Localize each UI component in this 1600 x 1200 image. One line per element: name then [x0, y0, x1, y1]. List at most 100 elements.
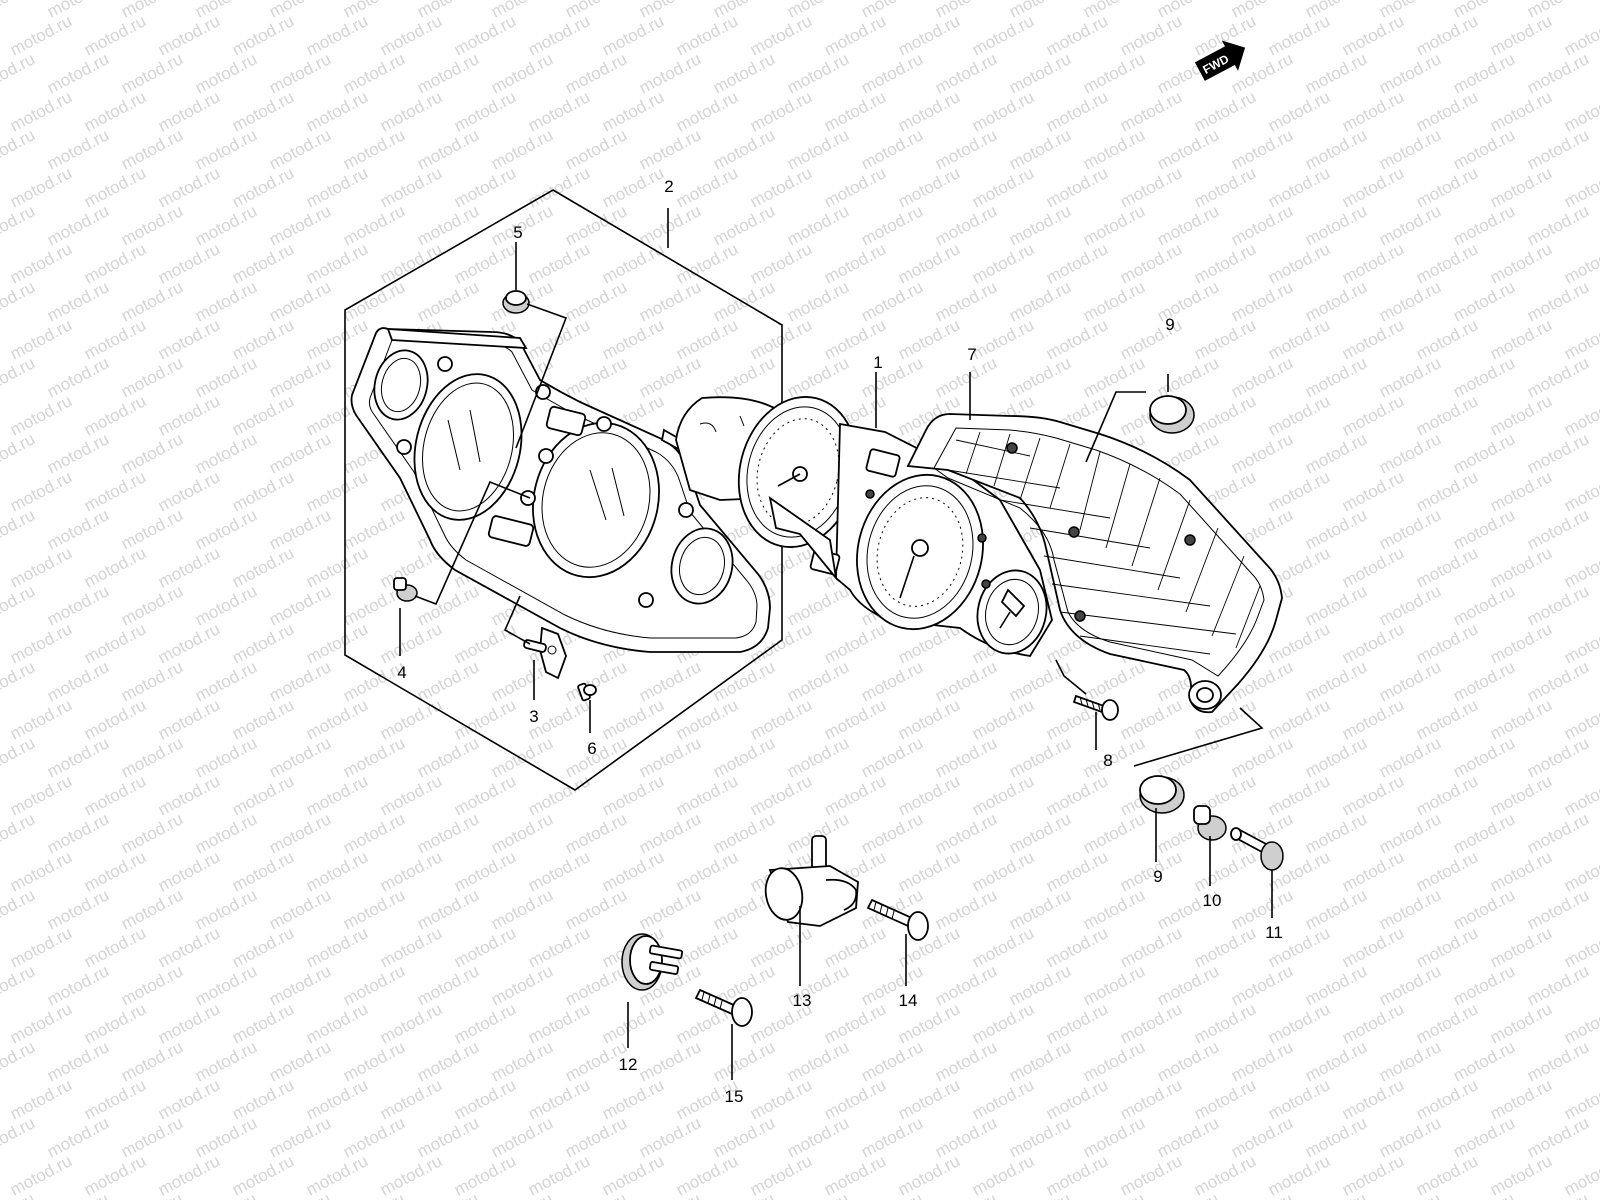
watermark-text: motod.ru	[784, 733, 852, 781]
watermark-text: motod.ru	[636, 809, 704, 857]
watermark-text: motod.ru	[747, 923, 815, 971]
watermark-text: motod.ru	[340, 277, 408, 325]
watermark-text: motod.ru	[784, 49, 852, 97]
watermark-text: motod.ru	[858, 733, 926, 781]
watermark-text: motod.ru	[525, 163, 593, 211]
watermark-text: motod.ru	[1376, 49, 1444, 97]
watermark-text: motod.ru	[1524, 1113, 1592, 1161]
watermark-text: motod.ru	[155, 1075, 223, 1123]
watermark-text: motod.ru	[44, 1113, 112, 1161]
watermark-text: motod.ru	[229, 619, 297, 667]
watermark-text: motod.ru	[118, 429, 186, 477]
watermark-text: motod.ru	[969, 695, 1037, 743]
watermark-text: motod.ru	[1339, 467, 1407, 515]
watermark-text: motod.ru	[44, 429, 112, 477]
watermark-text: motod.ru	[1339, 695, 1407, 743]
watermark-text: motod.ru	[562, 201, 630, 249]
watermark-text: motod.ru	[7, 315, 75, 363]
watermark-text: motod.ru	[1487, 239, 1555, 287]
watermark-text: motod.ru	[303, 847, 371, 895]
watermark-text: motod.ru	[562, 49, 630, 97]
watermark-text: motod.ru	[895, 847, 963, 895]
watermark-text: motod.ru	[81, 999, 149, 1047]
watermark-text: motod.ru	[710, 125, 778, 173]
watermark-text: motod.ru	[1228, 1113, 1296, 1161]
watermark-text: motod.ru	[340, 885, 408, 933]
watermark-text: motod.ru	[0, 999, 1, 1047]
watermark-text: motod.ru	[44, 353, 112, 401]
watermark-text: motod.ru	[1376, 733, 1444, 781]
watermark-text: motod.ru	[821, 1151, 889, 1199]
watermark-text: motod.ru	[7, 771, 75, 819]
watermark-text: motod.ru	[1228, 885, 1296, 933]
watermark-text: motod.ru	[1524, 1189, 1592, 1200]
watermark-text: motod.ru	[1450, 657, 1518, 705]
watermark-text: motod.ru	[1302, 49, 1370, 97]
watermark-text: motod.ru	[7, 467, 75, 515]
watermark-text: motod.ru	[44, 125, 112, 173]
watermark-text: motod.ru	[414, 1037, 482, 1085]
watermark-text: motod.ru	[0, 125, 38, 173]
watermark-text: motod.ru	[0, 11, 1, 59]
watermark-text: motod.ru	[1413, 163, 1481, 211]
watermark-text: motod.ru	[7, 695, 75, 743]
watermark-text: motod.ru	[1154, 961, 1222, 1009]
watermark-text: motod.ru	[266, 1037, 334, 1085]
callout-1: 1	[873, 353, 882, 372]
watermark-text: motod.ru	[1450, 125, 1518, 173]
watermark-text: motod.ru	[377, 695, 445, 743]
watermark-text: motod.ru	[118, 1189, 186, 1200]
watermark-text: motod.ru	[1154, 125, 1222, 173]
watermark-text: motod.ru	[1450, 885, 1518, 933]
watermark-text: motod.ru	[932, 125, 1000, 173]
watermark-text: motod.ru	[895, 695, 963, 743]
kit-leader-lines	[399, 208, 669, 733]
watermark-text: motod.ru	[44, 1037, 112, 1085]
watermark-text: motod.ru	[1043, 239, 1111, 287]
watermark-text: motod.ru	[1339, 87, 1407, 135]
watermark-text: motod.ru	[155, 771, 223, 819]
watermark-text: motod.ru	[488, 1113, 556, 1161]
watermark-text: motod.ru	[266, 657, 334, 705]
watermark-text: motod.ru	[636, 125, 704, 173]
watermark-text: motod.ru	[747, 239, 815, 287]
socket-part-12	[621, 933, 684, 991]
watermark-text: motod.ru	[81, 923, 149, 971]
bolt-part-15	[694, 988, 753, 1027]
watermark-text: motod.ru	[0, 163, 1, 211]
watermark-text: motod.ru	[895, 239, 963, 287]
watermark-text: motod.ru	[1154, 277, 1222, 325]
watermark-text: motod.ru	[1376, 353, 1444, 401]
watermark-text: motod.ru	[969, 11, 1037, 59]
watermark-text: motod.ru	[1487, 467, 1555, 515]
watermark-text: motod.ru	[340, 809, 408, 857]
watermark-text: motod.ru	[932, 1189, 1000, 1200]
watermark-text: motod.ru	[636, 201, 704, 249]
watermark-text: motod.ru	[1043, 847, 1111, 895]
watermark-text: motod.ru	[44, 201, 112, 249]
watermark-text: motod.ru	[0, 771, 1, 819]
watermark-text: motod.ru	[0, 0, 38, 22]
watermark-text: motod.ru	[1413, 619, 1481, 667]
watermark-text: motod.ru	[0, 581, 38, 629]
watermark-text: motod.ru	[303, 619, 371, 667]
watermark-text: motod.ru	[1006, 201, 1074, 249]
watermark-text: motod.ru	[1302, 657, 1370, 705]
watermark-text: motod.ru	[1450, 1189, 1518, 1200]
watermark-text: motod.ru	[155, 543, 223, 591]
watermark-text: motod.ru	[821, 1075, 889, 1123]
watermark-text: motod.ru	[636, 1037, 704, 1085]
watermark-text: motod.ru	[414, 885, 482, 933]
watermark-text: motod.ru	[969, 771, 1037, 819]
watermark-text: motod.ru	[1376, 961, 1444, 1009]
watermark-text: motod.ru	[0, 87, 1, 135]
watermark-text: motod.ru	[266, 125, 334, 173]
watermark-text: motod.ru	[1524, 733, 1592, 781]
watermark-text: motod.ru	[1524, 809, 1592, 857]
watermark-text: motod.ru	[636, 1189, 704, 1200]
watermark-text: motod.ru	[1413, 1151, 1481, 1199]
watermark-text: motod.ru	[969, 1151, 1037, 1199]
callout-2: 2	[664, 177, 673, 196]
watermark-text: motod.ru	[0, 961, 38, 1009]
